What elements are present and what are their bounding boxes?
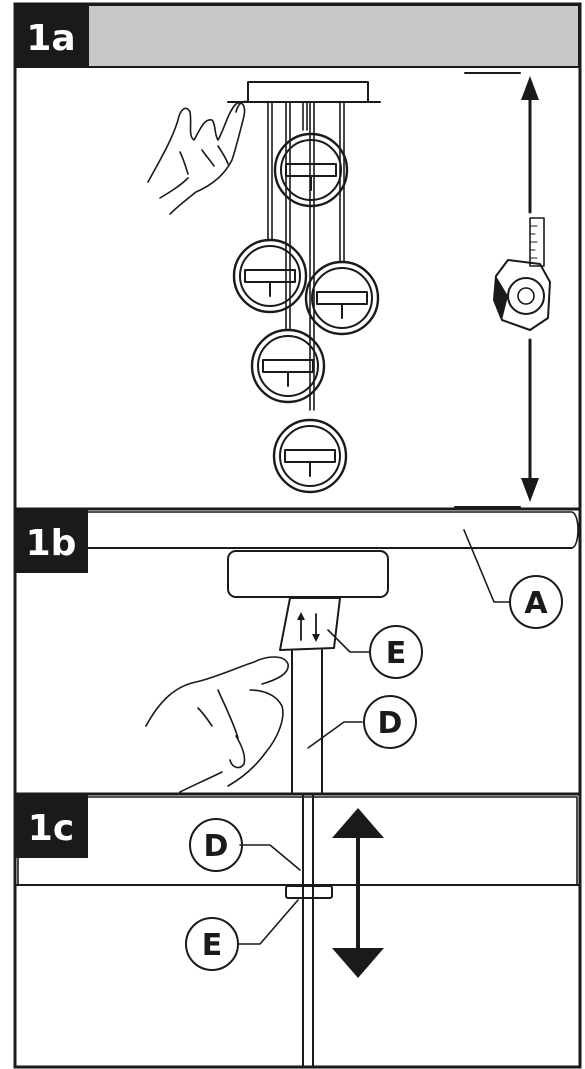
panel-1c-frame bbox=[13, 792, 582, 1069]
hand-icon bbox=[147, 100, 249, 215]
panel-1a-frame bbox=[13, 2, 582, 511]
callout-e: E bbox=[327, 625, 423, 679]
cord-gripper bbox=[279, 597, 341, 651]
pendant-lamp bbox=[232, 238, 308, 314]
pendant-lamp bbox=[304, 260, 380, 336]
callout-d: D bbox=[307, 695, 417, 749]
height-dimension bbox=[454, 72, 539, 508]
callout-label-e: E bbox=[386, 636, 407, 671]
pendant-lamp bbox=[250, 328, 326, 404]
pendant-lamp bbox=[272, 418, 348, 494]
callout-d: D bbox=[189, 818, 301, 872]
panel-1b-frame bbox=[13, 507, 582, 796]
callout-e: E bbox=[185, 899, 299, 971]
up-down-arrows-icon bbox=[297, 612, 320, 642]
hand-icon bbox=[145, 656, 289, 793]
callout-label-d: D bbox=[204, 829, 229, 864]
panel-1b: 1b A bbox=[13, 507, 582, 796]
double-arrow-icon bbox=[332, 808, 384, 978]
panel-1a: 1a bbox=[13, 2, 582, 511]
callout-a: A bbox=[463, 529, 563, 629]
callout-label-d: D bbox=[378, 706, 403, 741]
callout-label-a: A bbox=[524, 586, 548, 621]
step-badge-1b bbox=[15, 509, 88, 573]
step-badge-1c bbox=[15, 794, 88, 858]
tape-measure-icon bbox=[493, 217, 551, 331]
callout-label-e: E bbox=[202, 928, 223, 963]
panel-1c: 1c D E bbox=[13, 792, 582, 1069]
panel-1a-header-bar bbox=[87, 4, 580, 68]
pendant-lamp bbox=[273, 132, 349, 208]
step-label-1b: 1b bbox=[26, 523, 77, 564]
step-label-1a: 1a bbox=[26, 18, 75, 59]
step-label-1c: 1c bbox=[28, 808, 74, 849]
step-badge-1a bbox=[15, 4, 88, 68]
